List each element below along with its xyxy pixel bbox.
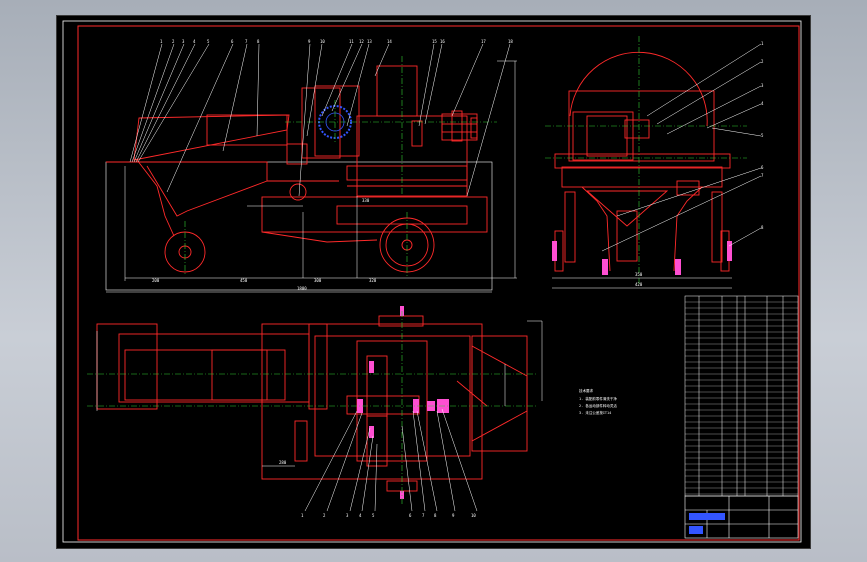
side-label-row: 1 2 3 4 5 6 7 8 9 10 11 12 13 14 15 16 1… <box>160 39 513 44</box>
side-label-5: 5 <box>207 39 210 44</box>
end-label-6: 6 <box>761 165 764 170</box>
side-label-3: 3 <box>182 39 185 44</box>
plan-label-4: 4 <box>359 513 362 518</box>
plan-label-9: 9 <box>452 513 455 518</box>
dim-350: 350 <box>635 272 643 277</box>
end-label-1: 1 <box>761 41 764 46</box>
side-label-18: 18 <box>508 39 513 44</box>
end-centerlines <box>545 36 747 284</box>
side-label-8: 8 <box>257 39 260 44</box>
side-centerlines <box>184 56 497 278</box>
title-block <box>684 495 799 539</box>
dim-330: 330 <box>362 198 370 203</box>
side-label-1: 1 <box>160 39 163 44</box>
plan-label-8: 8 <box>434 513 437 518</box>
side-label-9: 9 <box>308 39 311 44</box>
side-dimensions <box>106 60 517 293</box>
plan-label-10: 10 <box>471 513 476 518</box>
plan-label-6: 6 <box>409 513 412 518</box>
side-view <box>105 65 493 291</box>
side-label-16: 16 <box>440 39 445 44</box>
plan-view <box>96 315 528 492</box>
plan-dimensions <box>96 320 543 467</box>
end-view <box>554 51 731 272</box>
dim-300: 300 <box>314 278 322 283</box>
side-label-6: 6 <box>231 39 234 44</box>
side-label-11: 11 <box>349 39 354 44</box>
plan-label-1: 1 <box>301 513 304 518</box>
plan-label-7: 7 <box>422 513 425 518</box>
note-1: 1. 装配前零件清洗干净 <box>579 396 617 401</box>
outer-border <box>62 20 802 543</box>
plan-label-5: 5 <box>372 513 375 518</box>
plan-view-parts <box>357 306 449 499</box>
side-label-14: 14 <box>387 39 392 44</box>
plan-leaders <box>304 408 478 512</box>
plan-label-2: 2 <box>323 513 326 518</box>
side-label-15: 15 <box>432 39 437 44</box>
end-leaders <box>601 43 762 252</box>
title-block-marks <box>689 513 725 534</box>
end-label-2: 2 <box>761 59 764 64</box>
end-label-column: 1 2 3 4 5 6 7 8 <box>761 41 764 230</box>
end-dimensions <box>552 277 732 289</box>
end-label-4: 4 <box>761 101 764 106</box>
side-label-10: 10 <box>320 39 325 44</box>
side-label-4: 4 <box>193 39 196 44</box>
side-label-7: 7 <box>245 39 248 44</box>
end-view-accents <box>552 241 732 275</box>
cad-drawing: 1 2 3 4 5 6 7 8 9 10 11 12 13 14 15 16 1… <box>62 20 802 543</box>
dim-280: 280 <box>279 460 287 465</box>
end-label-7: 7 <box>761 173 764 178</box>
parts-list-rows <box>685 301 798 495</box>
technical-notes: 技术要求 1. 装配前零件清洗干净 2. 各运动部件转动灵活 3. 未注公差按I… <box>579 388 617 415</box>
note-2: 2. 各运动部件转动灵活 <box>579 403 617 408</box>
dim-200: 200 <box>152 278 160 283</box>
end-label-8: 8 <box>761 225 764 230</box>
cad-drawing-sheet: 1 2 3 4 5 6 7 8 9 10 11 12 13 14 15 16 1… <box>56 15 811 549</box>
side-label-13: 13 <box>367 39 372 44</box>
side-label-12: 12 <box>359 39 364 44</box>
dim-450: 450 <box>240 278 248 283</box>
side-leaders <box>129 43 511 197</box>
plan-centerlines <box>87 311 537 506</box>
end-label-3: 3 <box>761 83 764 88</box>
dim-320: 320 <box>369 278 377 283</box>
side-dimension-text: 200 450 300 320 1800 330 <box>152 198 377 291</box>
side-label-2: 2 <box>172 39 175 44</box>
dim-420: 420 <box>635 282 643 287</box>
side-label-17: 17 <box>481 39 486 44</box>
plan-label-row: 1 2 3 4 5 6 7 8 9 10 <box>301 513 476 518</box>
inner-border <box>77 25 800 541</box>
notes-title: 技术要求 <box>579 388 593 393</box>
note-3: 3. 未注公差按IT14 <box>579 410 611 415</box>
plan-label-3: 3 <box>346 513 349 518</box>
end-label-5: 5 <box>761 133 764 138</box>
dim-1800: 1800 <box>297 286 307 291</box>
